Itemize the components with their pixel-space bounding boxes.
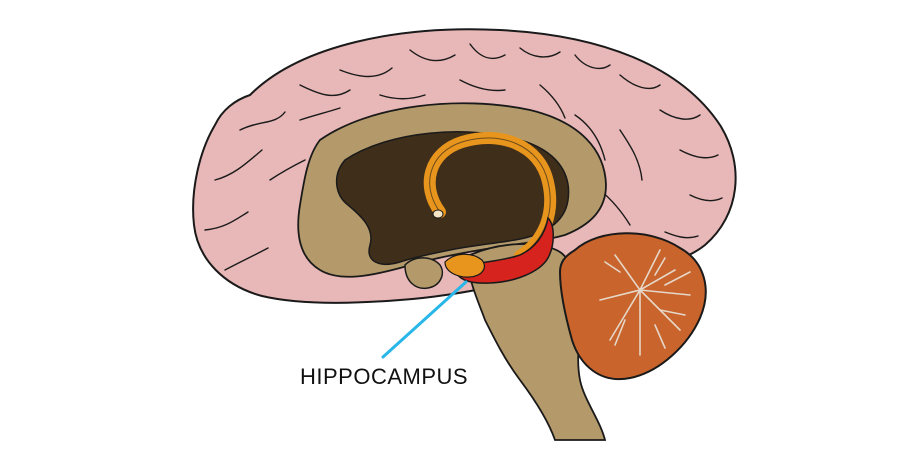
hippocampus-tail [444,253,485,278]
arbor-vitae [599,249,691,356]
hypothalamus-bump [404,257,444,290]
hippocampus-label: HIPPOCAMPUS [300,364,469,389]
cortex-gyri-folds [204,43,723,271]
anterior-commissure [432,209,444,219]
hippocampus-pointer-line [381,280,468,359]
cerebellum [558,232,707,381]
